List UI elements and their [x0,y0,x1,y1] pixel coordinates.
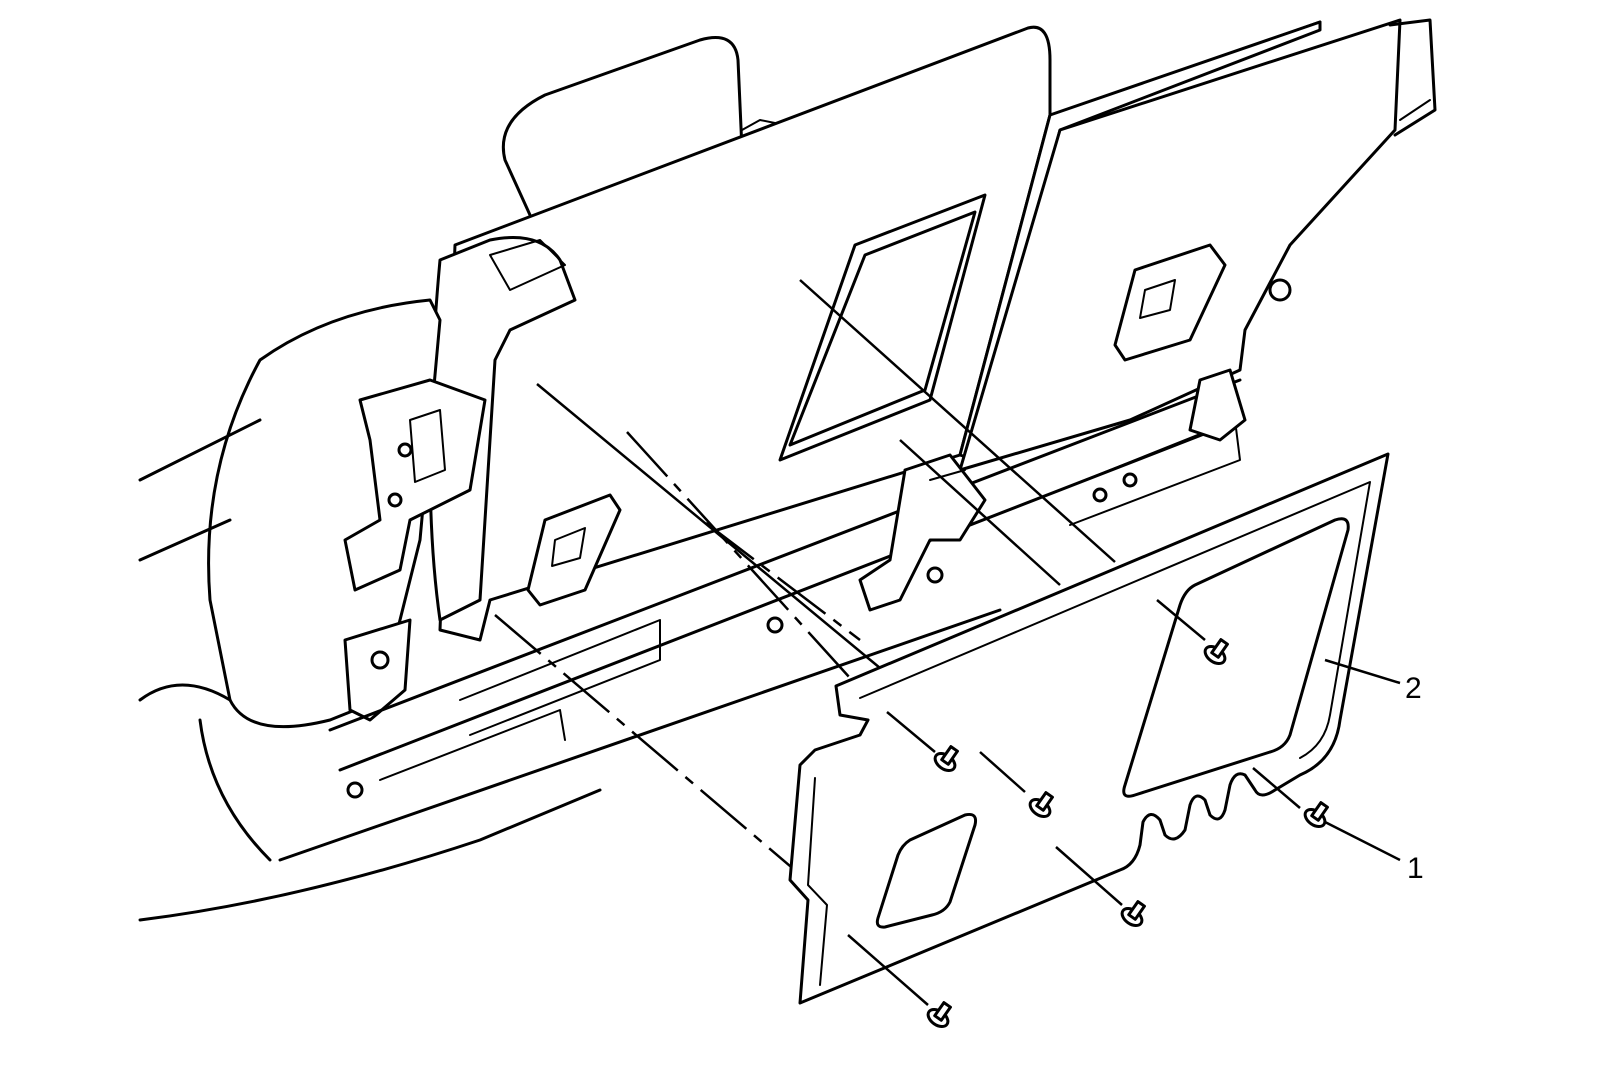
push-pin-fastener [1120,900,1146,928]
right-hinge [1188,368,1247,442]
seat-back-window-recess [778,193,987,462]
push-pin-fastener [933,745,959,773]
latch-pocket-right [1113,243,1227,362]
panel-opening-upper [1122,517,1350,798]
seat-back-trim-panel [788,452,1390,1006]
push-pin-fastener [926,1001,952,1029]
latch-pocket-left [526,493,622,607]
push-pin-fastener [1303,801,1329,829]
seat-back-left-section [438,25,1052,642]
callout-label-1: 1 [1407,852,1424,885]
callout-label-2: 2 [1405,672,1422,705]
callout-1: 1 [1324,820,1424,885]
push-pin-fastener [1028,791,1054,819]
panel-opening-lower [875,813,977,929]
seat-hinge-bracket [343,378,487,592]
center-hinge [858,453,987,612]
push-pin-fastener [1203,638,1229,666]
callout-2: 2 [1324,658,1422,705]
rear-seat-back-assembly [138,18,1437,922]
fastener-alignment-lines [494,279,1116,901]
push-pin-fasteners [926,638,1329,1029]
